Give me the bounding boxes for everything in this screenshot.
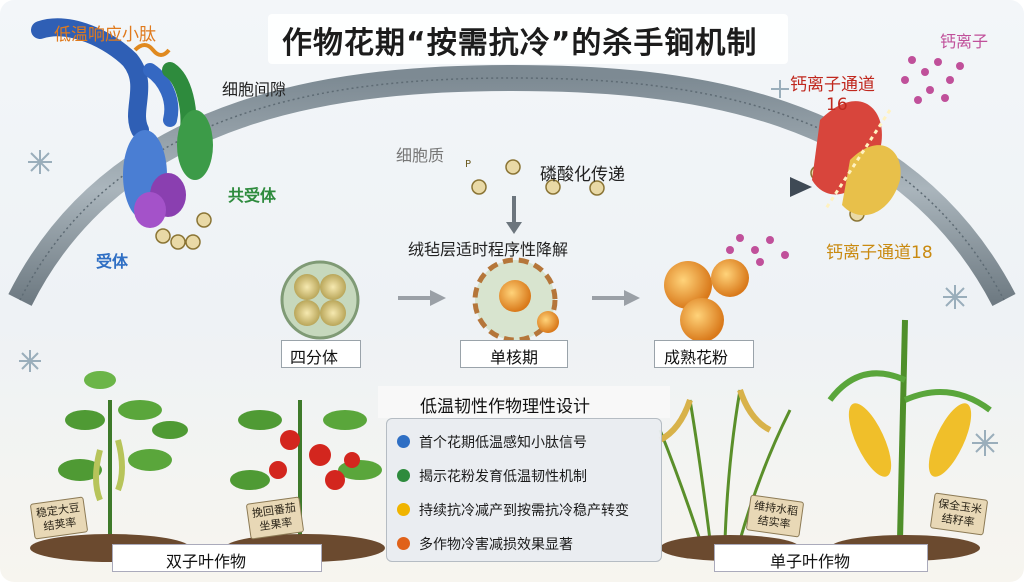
stage-uninucleate-label: 单核期 <box>490 348 539 367</box>
receptor-label: 受体 <box>96 252 129 271</box>
tomato-tag: 挽回番茄 坐果率 <box>245 496 305 540</box>
legend-dot-orange <box>397 537 410 550</box>
coreceptor-label: 共受体 <box>228 186 277 205</box>
uninucleate-cell <box>472 257 559 343</box>
channel16-number: 16 <box>826 95 848 115</box>
calcium-ion-cluster <box>726 56 964 266</box>
legend-item: 首个花期低温感知小肽信号 <box>419 435 587 451</box>
legend-panel: 首个花期低温感知小肽信号 揭示花粉发育低温韧性机制 持续抗冷减产到按需抗冷稳产转… <box>386 418 662 562</box>
channel18-label: 钙离子通道18 <box>826 243 933 263</box>
peptide-label: 低温响应小肽 <box>54 25 156 45</box>
title-box <box>268 14 788 64</box>
tapetum-label: 绒毡层适时程序性降解 <box>408 240 569 259</box>
corn-tag: 保全玉米 结籽率 <box>929 492 989 536</box>
snowflake-icons <box>19 80 998 456</box>
rice-tag: 维持水稻 结实率 <box>745 494 805 538</box>
design-title: 低温韧性作物理性设计 <box>420 397 590 417</box>
stage-box-uninucleate <box>460 340 568 368</box>
monocot-box <box>714 544 928 572</box>
receptor-complex <box>31 18 213 228</box>
stage-box-tetrad <box>281 340 361 368</box>
intercellular-label: 细胞间隙 <box>222 80 287 99</box>
legend-item: 揭示花粉发育低温韧性机制 <box>419 469 587 485</box>
stage-box-pollen <box>654 340 754 368</box>
legend-dot-green <box>397 469 410 482</box>
page-title: 作物花期“按需抗冷”的杀手锏机制 <box>282 26 758 61</box>
monocot-label: 单子叶作物 <box>770 552 851 571</box>
stage-pollen-label: 成熟花粉 <box>664 348 729 367</box>
legend-dot-yellow <box>397 503 410 516</box>
dicot-label: 双子叶作物 <box>166 552 247 571</box>
tomato-plant <box>225 400 385 562</box>
cytoplasm-label: 细胞质 <box>396 146 445 165</box>
design-title-box <box>378 386 670 418</box>
legend-item: 持续抗冷减产到按需抗冷稳产转变 <box>419 503 629 519</box>
calcium-channel <box>812 101 901 216</box>
channel16-label: 钙离子通道 <box>790 75 875 95</box>
rice-plant <box>658 389 800 561</box>
calcium-ion-label: 钙离子 <box>940 32 989 51</box>
phospho-mark: P <box>465 159 472 170</box>
stage-tetrad-label: 四分体 <box>290 348 339 367</box>
dicot-box <box>112 544 322 572</box>
mature-pollen <box>664 259 749 342</box>
legend-item: 多作物冷害减损效果显著 <box>419 537 573 553</box>
tetrad-cell <box>280 260 360 340</box>
legend-dot-blue <box>397 435 410 448</box>
soy-tag: 稳定大豆 结荚率 <box>29 496 89 540</box>
phospho-label: 磷酸化传递 <box>540 165 625 185</box>
